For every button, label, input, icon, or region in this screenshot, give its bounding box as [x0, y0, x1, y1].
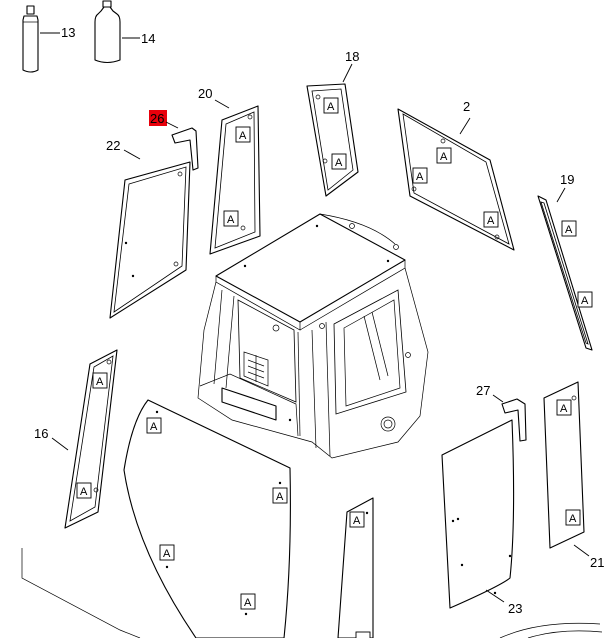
callout-13: 13 — [61, 25, 75, 40]
box-label-a: A — [244, 597, 252, 609]
callout-26[interactable]: 26 — [150, 111, 164, 126]
part-14-bottle[interactable] — [94, 0, 121, 64]
callout-27: 27 — [476, 383, 490, 398]
box-label-a: A — [440, 151, 448, 163]
part-2-window[interactable]: A A A — [397, 108, 515, 251]
callout-21: 21 — [590, 555, 604, 570]
cab-assembly — [197, 213, 429, 459]
part-23-window[interactable] — [441, 419, 515, 609]
callout-16: 16 — [34, 426, 48, 441]
bottom-center-glass[interactable]: A — [337, 497, 374, 638]
box-label-a: A — [560, 403, 568, 415]
box-label-a: A — [150, 421, 158, 433]
part-19-window[interactable]: A A — [537, 195, 593, 351]
base-frame — [21, 548, 141, 638]
box-label-a: A — [163, 548, 171, 560]
part-13-cartridge[interactable] — [22, 5, 39, 73]
box-label-a: A — [327, 101, 335, 113]
callout-14: 14 — [141, 31, 155, 46]
box-label-a: A — [276, 491, 284, 503]
callout-20: 20 — [198, 86, 212, 101]
box-label-a: A — [353, 515, 361, 527]
box-label-a: A — [335, 157, 343, 169]
callout-18: 18 — [345, 49, 359, 64]
part-26-key[interactable] — [171, 127, 199, 171]
box-label-a: A — [581, 295, 589, 307]
box-label-a: A — [80, 486, 88, 498]
callout-2: 2 — [463, 99, 470, 114]
part-20-window[interactable]: A A — [209, 105, 261, 255]
box-label-a: A — [416, 171, 424, 183]
part-21-window[interactable]: A A — [543, 381, 585, 549]
box-label-a: A — [487, 215, 495, 227]
callout-26-highlight — [149, 110, 167, 126]
part-22-window[interactable] — [109, 161, 191, 319]
callout-19: 19 — [560, 172, 574, 187]
box-label-a: A — [565, 224, 573, 236]
callout-22: 22 — [106, 138, 120, 153]
part-16-window[interactable]: A A — [64, 349, 118, 529]
box-label-a: A — [569, 513, 577, 525]
part-18-window[interactable]: A A — [306, 83, 359, 197]
callout-23: 23 — [508, 601, 522, 616]
part-27-key[interactable] — [501, 398, 527, 442]
box-label-a: A — [239, 130, 247, 142]
box-label-a: A — [96, 376, 104, 388]
box-label-a: A — [227, 214, 235, 226]
front-windshield[interactable]: A A A A — [123, 399, 291, 638]
wheel-arc-fragment — [499, 622, 603, 638]
